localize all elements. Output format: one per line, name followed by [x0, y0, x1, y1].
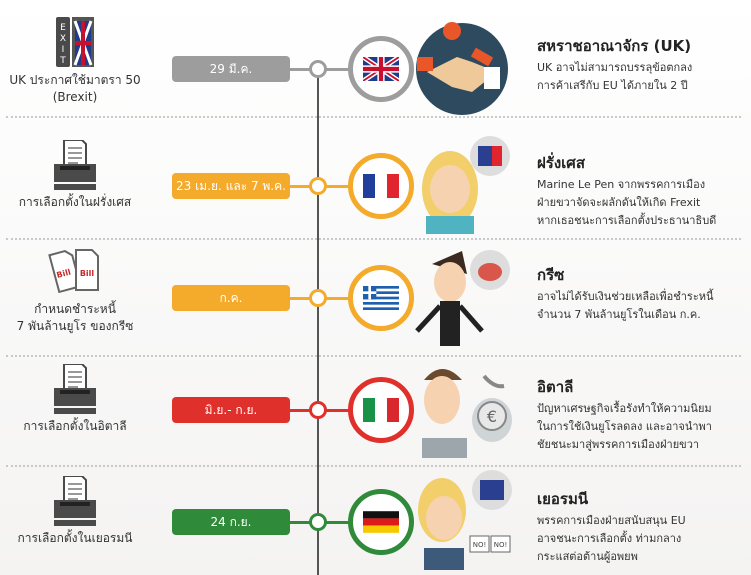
event-label-line: การเลือกตั้งในอิตาลี: [23, 419, 127, 433]
description-line: ฝ่ายขวาจัดจะผลักดันให้เกิด Frexit: [537, 196, 701, 209]
france-flag-icon: [363, 174, 399, 198]
timeline-node: [309, 177, 327, 195]
date-text: 23 เม.ย. และ 7 พ.ค.: [176, 178, 286, 193]
flag-badge: [348, 489, 414, 555]
event-label-line: กำหนดชำระหนี้: [34, 302, 116, 316]
svg-text:Bill: Bill: [56, 267, 72, 279]
timeline-node: [309, 289, 327, 307]
svg-text:€: €: [487, 407, 497, 426]
event-label: การเลือกตั้งในฝรั่งเศส: [0, 194, 150, 211]
date-text: 24 ก.ย.: [210, 514, 252, 529]
date-badge: มิ.ย.- ก.ย.: [172, 397, 290, 423]
country-title: ฝรั่งเศส: [537, 154, 585, 172]
description-line: การค้าเสรีกับ EU ได้ภายใน 2 ปี: [537, 79, 688, 92]
event-label: การเลือกตั้งในอิตาลี: [0, 418, 150, 435]
greece-flag-icon: [363, 286, 399, 310]
description-line: พรรคการเมืองฝ่ายสนับสนุน EU: [537, 514, 686, 527]
description-line: Marine Le Pen จากพรรคการเมือง: [537, 178, 706, 191]
event-label-line: การเลือกตั้งในเยอรมนี: [17, 531, 133, 545]
description-line: ในการใช้เงินยูโรลดลง และอาจนำพา: [537, 420, 712, 433]
flag-badge: [348, 377, 414, 443]
event-label-line: (Brexit): [52, 90, 98, 104]
timeline-line: [317, 69, 319, 575]
row-divider: [6, 465, 741, 467]
ballot-box-icon: [48, 363, 102, 414]
country-description: Marine Le Pen จากพรรคการเมืองฝ่ายขวาจัดจ…: [537, 176, 747, 230]
timeline-row-greece: Bill Bill กำหนดชำระหนี้ 7 พันล้านยูโร ของกร…: [0, 240, 751, 357]
country-description: พรรคการเมืองฝ่ายสนับสนุน EU อาจชนะการเลือ…: [537, 512, 747, 566]
event-label: กำหนดชำระหนี้ 7 พันล้านยูโร ของกรีซ: [0, 301, 150, 335]
country-title: อิตาลี: [537, 378, 574, 396]
event-label-line: การเลือกตั้งในฝรั่งเศส: [18, 195, 132, 209]
description-line: อาจไม่ได้รับเงินช่วยเหลือเพื่อชำระหนี้: [537, 290, 714, 303]
date-badge: 24 ก.ย.: [172, 509, 290, 535]
row-divider: [6, 238, 741, 240]
event-label-line: 7 พันล้านยูโร ของกรีซ: [16, 319, 134, 333]
flag-badge: [348, 153, 414, 219]
flag-badge: [348, 265, 414, 331]
country-description: ปัญหาเศรษฐกิจเรื้อรังทำให้ความนิยมในการใ…: [537, 400, 747, 454]
timeline-node: [309, 513, 327, 531]
description-line: กระแสต่อต้านผู้อพยพ: [537, 550, 638, 563]
woman-politician-icon: [412, 134, 512, 234]
svg-text:X: X: [60, 34, 66, 44]
timeline-row-germany: การเลือกตั้งในเยอรมนี 24 ก.ย. NO! NO! เยอรมน…: [0, 467, 751, 575]
row-divider: [6, 355, 741, 357]
ballot-box-icon: [48, 139, 102, 190]
man-euro-icon: €: [412, 358, 512, 458]
germany-flag-icon: [363, 510, 399, 534]
woman-protest-icon: NO! NO!: [412, 470, 512, 570]
uk-flag-icon: [363, 57, 399, 81]
date-text: มิ.ย.- ก.ย.: [204, 402, 258, 417]
country-title: กรีซ: [537, 266, 565, 284]
country-title: สหราชอาณาจักร (UK): [537, 37, 692, 55]
country-title: เยอรมนี: [537, 490, 589, 508]
description-line: UK อาจไม่สามารถบรรลุข้อตกลง: [537, 61, 693, 74]
svg-text:T: T: [59, 56, 66, 66]
date-badge: 29 มี.ค.: [172, 56, 290, 82]
timeline-row-italy: การเลือกตั้งในอิตาลี มิ.ย.- ก.ย. € อิตาลีปั…: [0, 357, 751, 467]
svg-text:E: E: [60, 23, 66, 33]
date-text: ก.ค.: [219, 290, 243, 305]
row-divider: [6, 116, 741, 118]
date-badge: ก.ค.: [172, 285, 290, 311]
svg-text:NO!: NO!: [494, 541, 508, 549]
description-line: อาจชนะการเลือกตั้ง ท่ามกลาง: [537, 532, 682, 545]
timeline-row-france: การเลือกตั้งในฝรั่งเศส 23 เม.ย. และ 7 พ.ค…: [0, 118, 751, 240]
event-label-line: UK ประกาศใช้มาตรา 50: [9, 73, 141, 87]
description-line: ชัยชนะมาสู่พรรคการเมืองฝ่ายขวา: [537, 438, 700, 451]
handshake-icon: [412, 17, 512, 117]
date-badge: 23 เม.ย. และ 7 พ.ค.: [172, 173, 290, 199]
svg-text:I: I: [62, 45, 65, 55]
description-line: จำนวน 7 พันล้านยูโรในเดือน ก.ค.: [537, 308, 701, 321]
description-line: ปัญหาเศรษฐกิจเรื้อรังทำให้ความนิยม: [537, 402, 712, 415]
description-line: หากเธอชนะการเลือกตั้งประธานาธิบดี: [537, 214, 717, 227]
timeline-node: [309, 401, 327, 419]
event-label: การเลือกตั้งในเยอรมนี: [0, 530, 150, 547]
event-label: UK ประกาศใช้มาตรา 50 (Brexit): [0, 72, 150, 106]
timeline-node: [309, 60, 327, 78]
worried-man-icon: [412, 246, 512, 346]
country-description: อาจไม่ได้รับเงินช่วยเหลือเพื่อชำระหนี้จำ…: [537, 288, 747, 324]
flag-badge: [348, 36, 414, 102]
svg-text:NO!: NO!: [473, 541, 487, 549]
bills-icon: Bill Bill: [48, 246, 102, 296]
svg-text:Bill: Bill: [80, 269, 95, 278]
ballot-box-icon: [48, 475, 102, 526]
italy-flag-icon: [363, 398, 399, 422]
date-text: 29 มี.ค.: [209, 61, 253, 76]
country-description: UK อาจไม่สามารถบรรลุข้อตกลงการค้าเสรีกับ…: [537, 59, 747, 95]
